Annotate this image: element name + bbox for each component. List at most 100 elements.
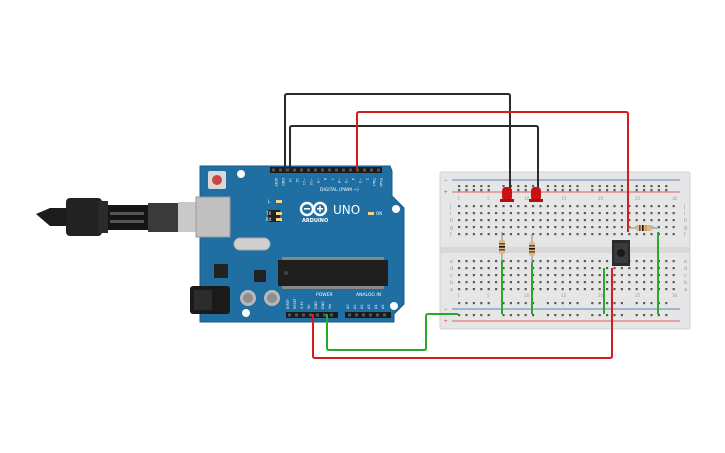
rail-hole[interactable] (517, 302, 520, 305)
terminal-hole[interactable] (643, 205, 646, 208)
header-pin-hole[interactable] (323, 313, 326, 317)
header-pin-hole[interactable] (302, 313, 305, 317)
terminal-hole[interactable] (480, 274, 483, 277)
rail-hole[interactable] (620, 189, 623, 192)
terminal-hole[interactable] (532, 260, 535, 263)
terminal-hole[interactable] (554, 233, 557, 236)
terminal-hole[interactable] (672, 219, 675, 222)
terminal-hole[interactable] (569, 226, 572, 229)
terminal-hole[interactable] (517, 233, 520, 236)
terminal-hole[interactable] (487, 260, 490, 263)
rail-hole[interactable] (517, 314, 520, 317)
rail-hole[interactable] (665, 185, 668, 188)
terminal-hole[interactable] (576, 288, 579, 291)
terminal-hole[interactable] (546, 205, 549, 208)
rail-hole[interactable] (480, 314, 483, 317)
rail-hole[interactable] (532, 302, 535, 305)
terminal-hole[interactable] (635, 288, 638, 291)
header-pin-hole[interactable] (362, 313, 365, 317)
terminal-hole[interactable] (650, 288, 653, 291)
rail-hole[interactable] (591, 314, 594, 317)
terminal-hole[interactable] (458, 260, 461, 263)
terminal-hole[interactable] (665, 226, 668, 229)
rail-hole[interactable] (635, 302, 638, 305)
terminal-hole[interactable] (458, 205, 461, 208)
terminal-hole[interactable] (465, 205, 468, 208)
terminal-hole[interactable] (524, 281, 527, 284)
rail-hole[interactable] (613, 302, 616, 305)
terminal-hole[interactable] (613, 233, 616, 236)
terminal-hole[interactable] (620, 205, 623, 208)
terminal-hole[interactable] (628, 219, 631, 222)
terminal-hole[interactable] (480, 219, 483, 222)
rail-hole[interactable] (546, 314, 549, 317)
rail-hole[interactable] (465, 302, 468, 305)
terminal-hole[interactable] (517, 288, 520, 291)
terminal-hole[interactable] (465, 212, 468, 215)
terminal-hole[interactable] (598, 212, 601, 215)
terminal-hole[interactable] (650, 267, 653, 270)
rail-hole[interactable] (598, 189, 601, 192)
terminal-hole[interactable] (672, 226, 675, 229)
wire-red-5v[interactable] (312, 268, 613, 359)
terminal-hole[interactable] (532, 212, 535, 215)
terminal-hole[interactable] (487, 233, 490, 236)
header-pin-hole[interactable] (307, 168, 310, 172)
terminal-hole[interactable] (598, 205, 601, 208)
terminal-hole[interactable] (472, 205, 475, 208)
terminal-hole[interactable] (620, 267, 623, 270)
terminal-hole[interactable] (472, 267, 475, 270)
rail-hole[interactable] (613, 185, 616, 188)
terminal-hole[interactable] (524, 267, 527, 270)
terminal-hole[interactable] (628, 267, 631, 270)
terminal-hole[interactable] (672, 288, 675, 291)
rail-hole[interactable] (472, 189, 475, 192)
terminal-hole[interactable] (502, 288, 505, 291)
terminal-hole[interactable] (487, 219, 490, 222)
terminal-hole[interactable] (458, 274, 461, 277)
terminal-hole[interactable] (472, 274, 475, 277)
terminal-hole[interactable] (583, 233, 586, 236)
terminal-hole[interactable] (569, 212, 572, 215)
terminal-hole[interactable] (539, 233, 542, 236)
terminal-hole[interactable] (569, 267, 572, 270)
terminal-hole[interactable] (598, 274, 601, 277)
terminal-hole[interactable] (495, 226, 498, 229)
terminal-hole[interactable] (517, 281, 520, 284)
terminal-hole[interactable] (509, 267, 512, 270)
terminal-hole[interactable] (561, 226, 564, 229)
terminal-hole[interactable] (665, 274, 668, 277)
terminal-hole[interactable] (524, 205, 527, 208)
terminal-hole[interactable] (509, 233, 512, 236)
terminal-hole[interactable] (576, 205, 579, 208)
terminal-hole[interactable] (591, 233, 594, 236)
terminal-hole[interactable] (517, 219, 520, 222)
terminal-hole[interactable] (613, 288, 616, 291)
terminal-hole[interactable] (598, 260, 601, 263)
terminal-hole[interactable] (465, 274, 468, 277)
terminal-hole[interactable] (628, 205, 631, 208)
terminal-hole[interactable] (650, 219, 653, 222)
terminal-hole[interactable] (524, 226, 527, 229)
terminal-hole[interactable] (657, 226, 660, 229)
terminal-hole[interactable] (502, 267, 505, 270)
terminal-hole[interactable] (539, 205, 542, 208)
rail-hole[interactable] (487, 185, 490, 188)
terminal-hole[interactable] (620, 233, 623, 236)
header-pin-hole[interactable] (383, 313, 386, 317)
header-pin-hole[interactable] (321, 168, 324, 172)
rail-hole[interactable] (591, 189, 594, 192)
terminal-hole[interactable] (480, 267, 483, 270)
terminal-hole[interactable] (539, 267, 542, 270)
terminal-hole[interactable] (561, 212, 564, 215)
terminal-hole[interactable] (643, 219, 646, 222)
terminal-hole[interactable] (561, 281, 564, 284)
rail-hole[interactable] (554, 314, 557, 317)
rail-hole[interactable] (620, 314, 623, 317)
header-pin-hole[interactable] (369, 313, 372, 317)
rail-hole[interactable] (665, 302, 668, 305)
terminal-hole[interactable] (539, 219, 542, 222)
terminal-hole[interactable] (628, 274, 631, 277)
rail-hole[interactable] (650, 314, 653, 317)
terminal-hole[interactable] (620, 288, 623, 291)
